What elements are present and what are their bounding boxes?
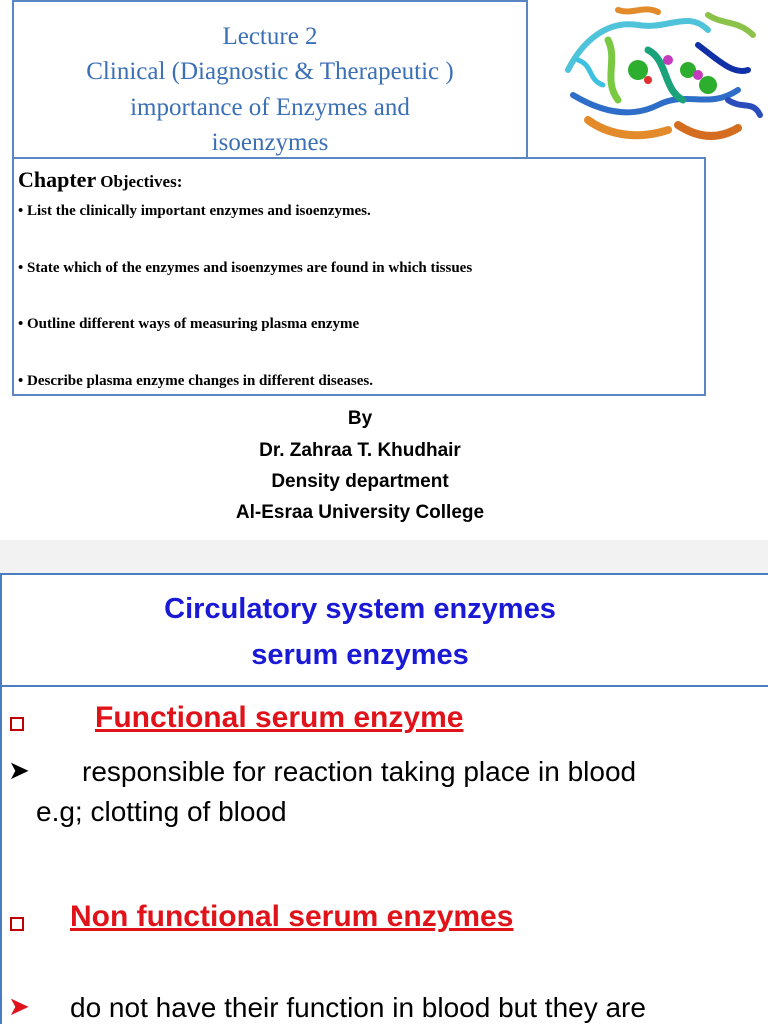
functional-line-2: e.g; clotting of blood [36,796,287,827]
objectives-heading-label: Objectives: [100,172,183,191]
slide-2: Circulatory system enzymes serum enzymes… [0,540,768,1024]
protein-structure-image [565,6,763,140]
slide-2-content: Circulatory system enzymes serum enzymes… [0,573,768,1024]
slide-2-heading-line-2: serum enzymes [251,639,469,671]
non-functional-line-1: do not have their function in blood but … [70,992,646,1023]
arrow-bullet-icon: ➤ [8,755,30,785]
non-functional-heading: Non functional serum enzymes [70,900,514,933]
functional-heading: Functional serum enzyme [95,701,464,734]
objectives-heading-chapter: Chapter [18,167,97,192]
objective-item: • State which of the enzymes and isoenzy… [18,260,473,276]
title-line-3: importance of Enzymes and [130,94,410,121]
by-label: By [347,408,373,429]
objective-item: • Outline different ways of measuring pl… [18,316,360,332]
objective-item: • Describe plasma enzyme changes in diff… [18,373,373,389]
author-department: Density department [271,471,449,492]
author-college: Al-Esraa University College [235,502,485,523]
objectives-box: Chapter Objectives: • List the clinicall… [12,157,706,396]
square-bullet-icon [10,717,24,731]
slide-2-left-border [0,575,2,1024]
square-bullet-icon [10,917,24,931]
author-name: Dr. Zahraa T. Khudhair [259,440,461,461]
objectives-heading: Chapter Objectives: [18,167,182,193]
functional-line-1: responsible for reaction taking place in… [82,756,637,787]
title-line-2: Clinical (Diagnostic & Therapeutic ) [86,58,454,85]
slide-2-heading-box: Circulatory system enzymes serum enzymes [0,575,768,687]
objective-item: • List the clinically important enzymes … [18,203,371,219]
title-line-1: Lecture 2 [222,23,318,50]
arrow-bullet-icon: ➤ [8,991,30,1021]
title-line-4: isoenzymes [211,129,329,156]
slide-1: Lecture 2 Clinical (Diagnostic & Therape… [12,0,763,523]
slide-2-heading-line-1: Circulatory system enzymes [164,593,556,625]
title-box: Lecture 2 Clinical (Diagnostic & Therape… [12,0,528,160]
